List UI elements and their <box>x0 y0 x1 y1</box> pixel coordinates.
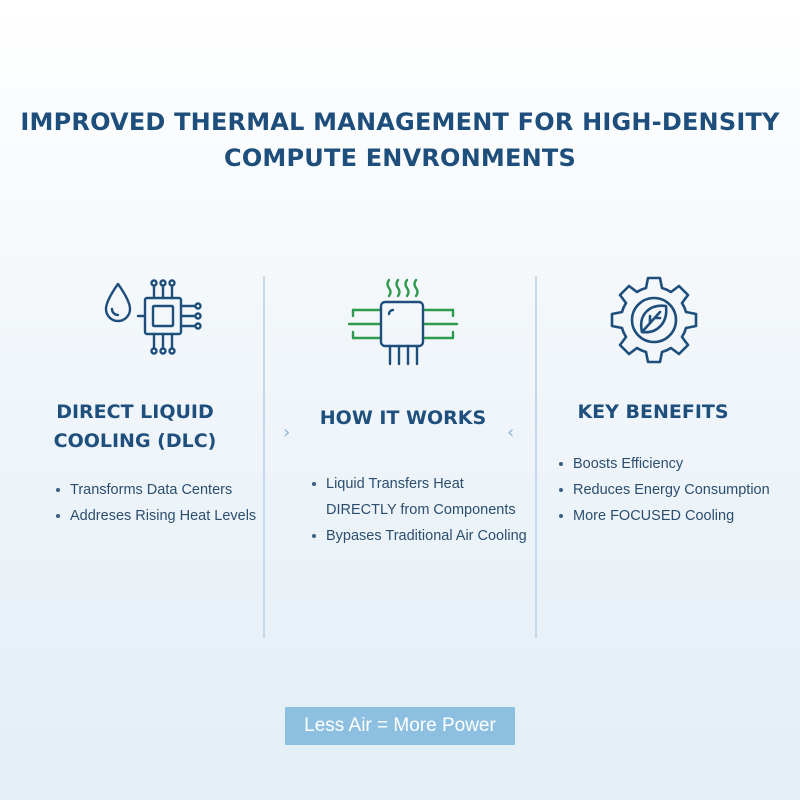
column-divider-left <box>263 276 265 638</box>
page-title: IMPROVED THERMAL MANAGEMENT FOR HIGH-DEN… <box>0 104 800 176</box>
list-item-continuation: DIRECTLY from Components <box>326 502 516 518</box>
title-line-2: COMPUTE ENVRONMENTS <box>224 144 576 172</box>
heat-chip-icon <box>347 278 459 366</box>
how-it-works-heading-text: HOW IT WORKS <box>319 407 487 429</box>
list-item: Addreses Rising Heat Levels <box>56 503 256 529</box>
column-divider-right <box>535 276 537 638</box>
liquid-drop-chip-icon <box>104 279 202 355</box>
dlc-heading: DIRECT LIQUID COOLING (DLC) <box>40 398 230 456</box>
list-item: Transforms Data Centers <box>56 477 256 503</box>
how-it-works-bullet-list: Liquid Transfers Heat DIRECTLY from Comp… <box>312 471 527 549</box>
chevron-left-icon: ‹ <box>507 422 515 443</box>
list-item: Boosts Efficiency <box>559 451 770 477</box>
chevron-right-icon: › <box>283 422 291 443</box>
how-it-works-heading: HOW IT WORKS <box>300 404 506 433</box>
key-benefits-heading-text: KEY BENEFITS <box>577 401 729 423</box>
title-line-1: IMPROVED THERMAL MANAGEMENT FOR HIGH-DEN… <box>20 108 780 136</box>
dlc-bullet-list: Transforms Data Centers Addreses Rising … <box>56 477 256 529</box>
dlc-heading-line-2: COOLING (DLC) <box>53 430 217 452</box>
list-item: DIRECTLY from Components <box>312 497 527 523</box>
list-item: Reduces Energy Consumption <box>559 477 770 503</box>
less-air-more-power-button[interactable]: Less Air = More Power <box>285 707 515 745</box>
key-benefits-bullet-list: Boosts Efficiency Reduces Energy Consump… <box>559 451 770 529</box>
list-item: Liquid Transfers Heat <box>312 471 527 497</box>
list-item: More FOCUSED Cooling <box>559 503 770 529</box>
list-item: Bypases Traditional Air Cooling <box>312 523 527 549</box>
dlc-heading-line-1: DIRECT LIQUID <box>56 401 214 423</box>
gear-leaf-icon <box>610 276 698 364</box>
key-benefits-heading: KEY BENEFITS <box>550 398 756 427</box>
